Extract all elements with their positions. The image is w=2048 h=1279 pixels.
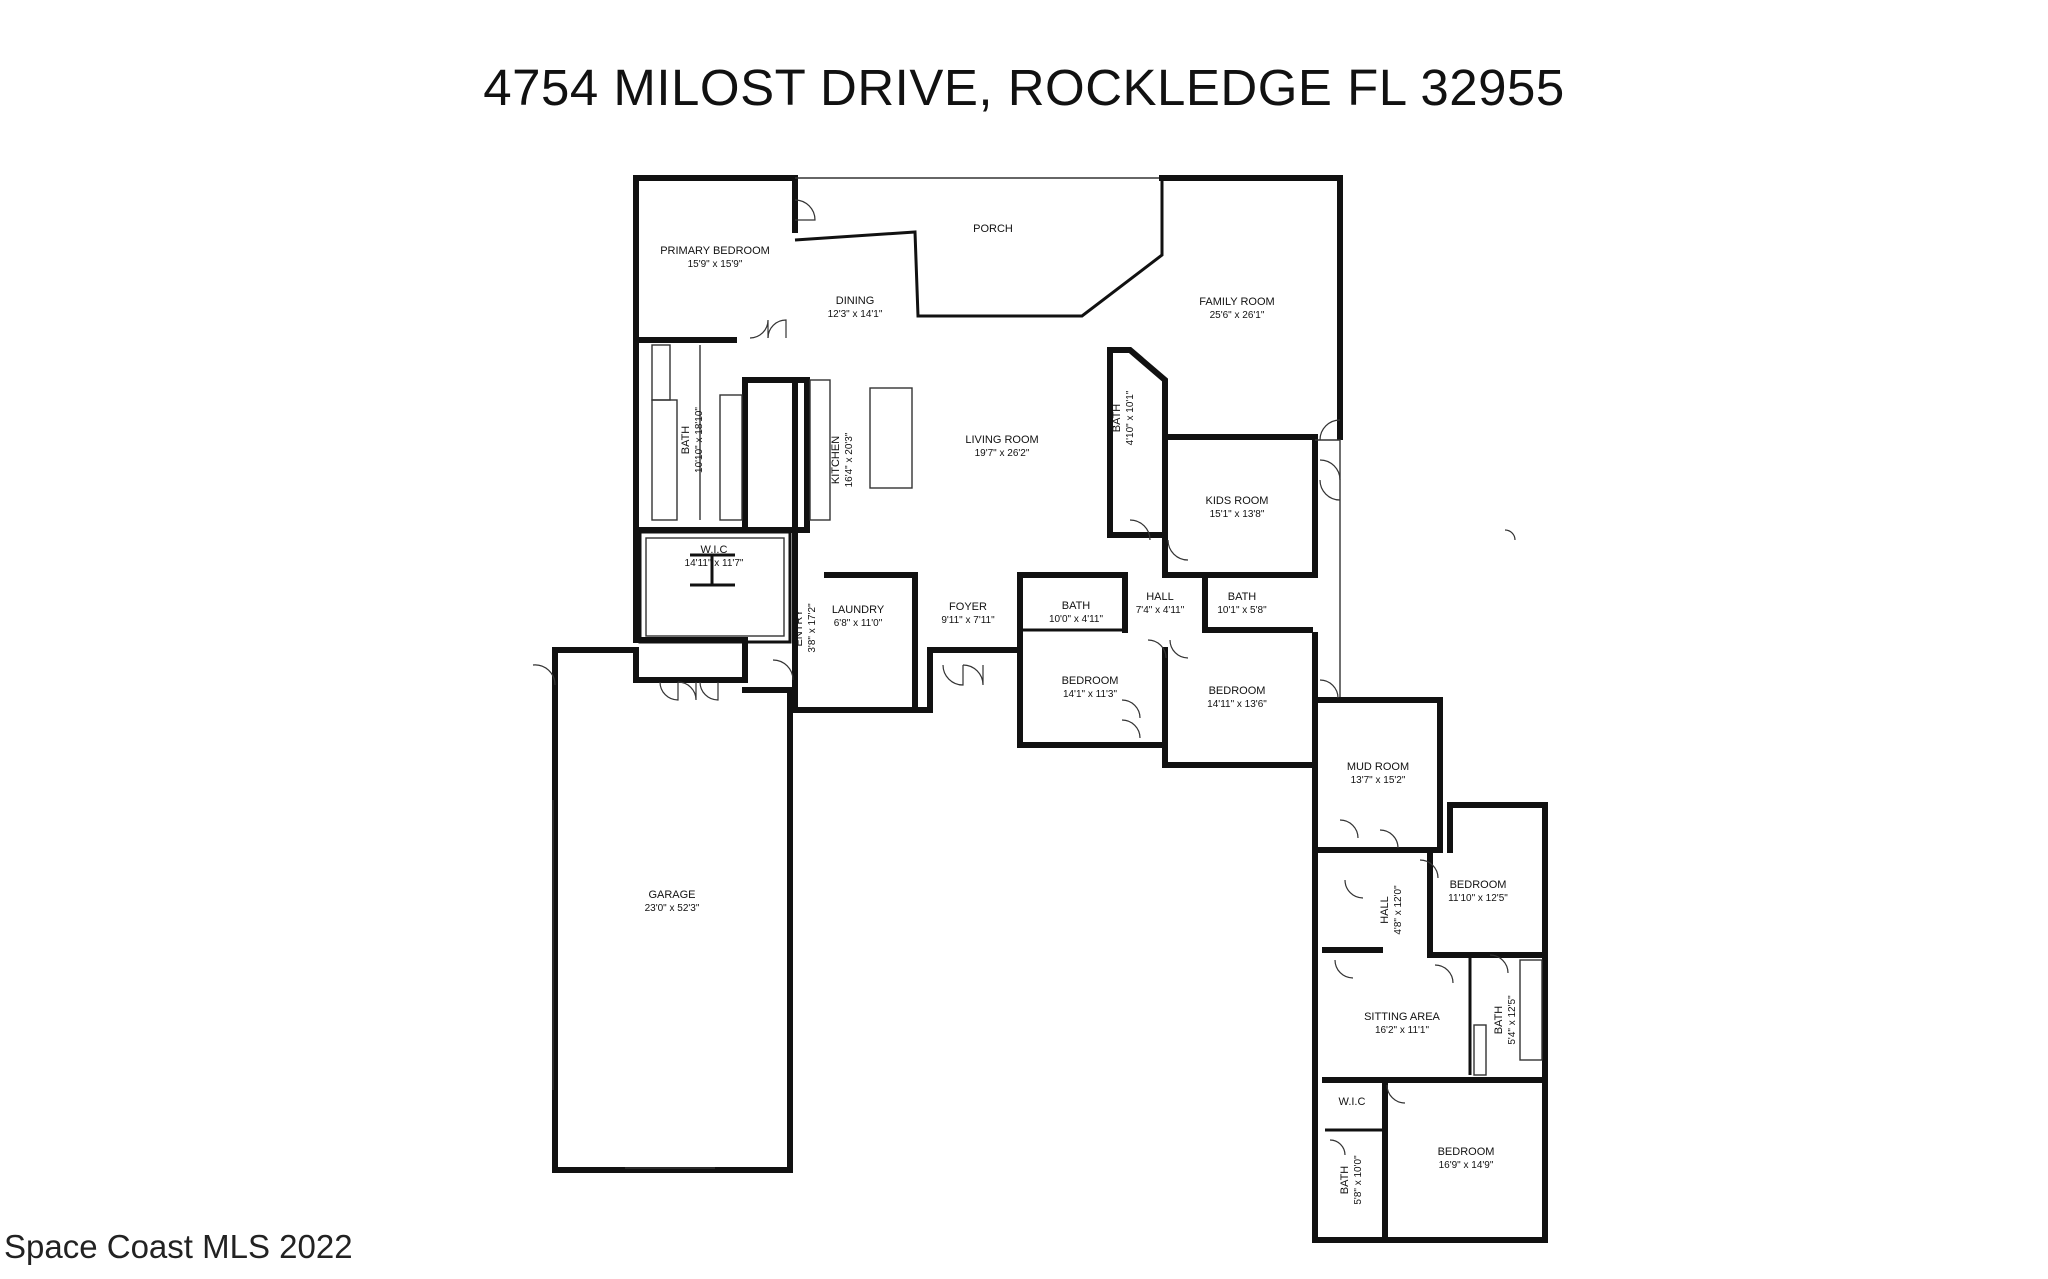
room-bedroom1-name: BEDROOM (1062, 675, 1119, 687)
room-bath-hall2-name: BATH (1228, 591, 1257, 603)
room-bath-hall1-name: BATH (1062, 600, 1091, 612)
room-kids-room-name: KIDS ROOM (1206, 495, 1269, 507)
room-hall-center-name: HALL (1146, 591, 1174, 603)
room-family-room-name: FAMILY ROOM (1199, 296, 1274, 308)
room-garage-name: GARAGE (648, 889, 695, 901)
garage-walls (552, 647, 793, 1173)
room-foyer-name: FOYER (949, 601, 987, 613)
room-sitting-area-name: SITTING AREA (1364, 1011, 1440, 1023)
room-bath-wing-name: BATH (1493, 1006, 1505, 1035)
room-living-room-dim: 19'7" x 26'2" (975, 448, 1030, 459)
plan-title: 4754 MILOST DRIVE, ROCKLEDGE FL 32955 (483, 59, 1565, 116)
room-bath-primary-dim: 10'10" x 18'10" (694, 407, 705, 473)
room-kids-room-dim: 15'1" x 13'8" (1210, 509, 1265, 520)
room-wic-primary-name: W.I.C (701, 544, 728, 556)
room-labels: PORCH PRIMARY BEDROOM 15'9" x 15'9" DINI… (645, 223, 1518, 1205)
room-bedroom4-name: BEDROOM (1438, 1146, 1495, 1158)
exterior-walls (633, 175, 1343, 768)
room-bath-wing-dim: 5'4" x 12'5" (1507, 995, 1518, 1045)
room-bedroom2-name: BEDROOM (1209, 685, 1266, 697)
room-bedroom3-dim: 11'10" x 12'5" (1448, 893, 1508, 904)
room-bath-wing2-name: BATH (1339, 1166, 1351, 1195)
room-dining-dim: 12'3" x 14'1" (828, 309, 883, 320)
room-mud-room-name: MUD ROOM (1347, 761, 1409, 773)
room-hall-wing-name: HALL (1379, 896, 1391, 924)
room-hall-center-dim: 7'4" x 4'11" (1136, 605, 1185, 616)
room-bath-hall2-dim: 10'1" x 5'8" (1217, 605, 1267, 616)
room-porch-name: PORCH (973, 223, 1013, 235)
room-garage-dim: 23'0" x 52'3" (645, 903, 700, 914)
kitchen-interior (809, 379, 913, 521)
room-entry-name: ENTRY (793, 609, 805, 647)
room-bath-small-dim: 4'10" x 10'1" (1125, 390, 1136, 445)
doors (532, 199, 1516, 1156)
room-sitting-area-dim: 16'2" x 11'1" (1375, 1025, 1430, 1036)
room-kitchen-dim: 16'4" x 20'3" (844, 432, 855, 487)
room-bath-hall1-dim: 10'0" x 4'11" (1049, 614, 1104, 625)
room-foyer-dim: 9'11" x 7'11" (941, 615, 995, 626)
east-wing-walls (1312, 439, 1548, 1243)
room-wic-wing-name: W.I.C (1339, 1096, 1366, 1108)
room-bedroom1-dim: 14'1" x 11'3" (1063, 689, 1118, 700)
room-kitchen-name: KITCHEN (830, 436, 842, 484)
room-dining-name: DINING (836, 295, 875, 307)
room-mud-room-dim: 13'7" x 15'2" (1351, 775, 1406, 786)
room-bath-primary-name: BATH (680, 426, 692, 455)
room-wic-primary-dim: 14'11" x 11'7" (685, 558, 744, 569)
room-bath-wing2-dim: 5'8" x 10'0" (1353, 1155, 1364, 1205)
room-hall-wing-dim: 4'8" x 12'0" (1393, 885, 1404, 935)
primary-bath-interior (651, 344, 743, 521)
wic-walls (638, 530, 792, 644)
mls-watermark: Space Coast MLS 2022 (4, 1228, 353, 1265)
room-primary-bedroom-name: PRIMARY BEDROOM (660, 245, 770, 257)
room-primary-bedroom-dim: 15'9" x 15'9" (688, 259, 743, 270)
room-laundry-name: LAUNDRY (832, 604, 885, 616)
room-family-room-dim: 25'6" x 26'1" (1210, 310, 1265, 321)
room-entry-dim: 3'8" x 17'2" (807, 603, 818, 653)
room-bedroom3-name: BEDROOM (1450, 879, 1507, 891)
room-bedroom2-dim: 14'11" x 13'6" (1207, 699, 1267, 710)
room-bedroom4-dim: 16'9" x 14'9" (1439, 1160, 1494, 1171)
room-bath-small-name: BATH (1111, 404, 1123, 433)
room-laundry-dim: 6'8" x 11'0" (834, 618, 883, 629)
room-living-room-name: LIVING ROOM (965, 434, 1038, 446)
